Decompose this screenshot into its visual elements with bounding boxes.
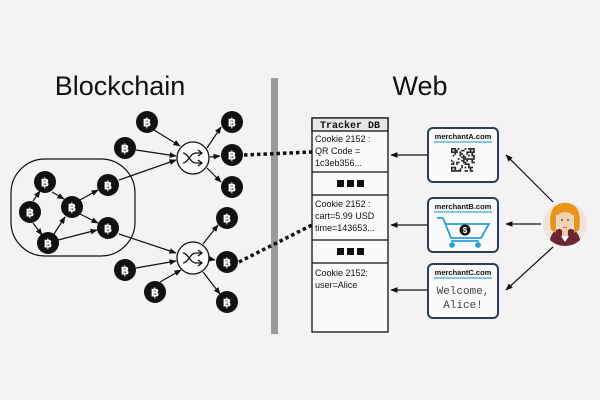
svg-text:฿: ฿	[228, 181, 236, 195]
user-to-merchant-arrows	[505, 154, 554, 291]
tracker-entry: Cookie 2152: user=Alice	[315, 268, 368, 290]
svg-text:฿: ฿	[228, 116, 236, 130]
ellipsis-row	[337, 248, 364, 255]
edge	[51, 191, 65, 200]
cookie-line: QR Code =	[315, 146, 360, 156]
edge	[208, 255, 216, 262]
bitcoin-icon: ฿	[144, 281, 166, 303]
edge	[57, 228, 98, 241]
user-avatar-icon	[543, 202, 587, 246]
blockchain-title: Blockchain	[55, 71, 186, 101]
bitcoin-icon: ฿	[221, 144, 243, 166]
svg-text:฿: ฿	[104, 222, 112, 236]
merchant-c-domain: merchantC.com	[435, 268, 492, 277]
cookie-line: time=143653...	[315, 223, 375, 233]
mixer-1	[176, 141, 210, 175]
edge	[118, 233, 177, 254]
svg-text:฿: ฿	[121, 142, 129, 156]
edge	[32, 190, 41, 202]
cookie-line: Cookie 2152:	[315, 268, 368, 278]
web-title: Web	[392, 71, 447, 101]
edge	[209, 153, 221, 160]
merchant-b-domain: merchantB.com	[435, 202, 492, 211]
svg-text:฿: ฿	[41, 176, 49, 190]
merchant-a-page: merchantA.com	[427, 127, 499, 183]
svg-text:฿: ฿	[44, 237, 52, 251]
merchant-b-page: merchantB.com $	[427, 197, 499, 253]
welcome-line: Alice!	[443, 300, 483, 312]
cookie-line: Cookie 2152 :	[315, 199, 371, 209]
tracker-entry: Cookie 2152 : QR Code = 1c3eb356...	[315, 134, 371, 168]
bitcoin-icon: ฿	[221, 176, 243, 198]
bitcoin-icon: ฿	[114, 259, 136, 281]
arrow	[505, 154, 554, 203]
edge	[79, 213, 99, 224]
cookie-line: cart=5.99 USD	[315, 211, 375, 221]
address-cluster	[10, 158, 136, 257]
svg-text:฿: ฿	[68, 201, 76, 215]
svg-text:฿: ฿	[223, 212, 231, 226]
link-line-merchantA	[243, 150, 313, 157]
svg-text:฿: ฿	[26, 206, 34, 220]
svg-text:฿: ฿	[151, 286, 159, 300]
bitcoin-icon: ฿	[216, 207, 238, 229]
mixer-2	[176, 241, 210, 275]
svg-text:฿: ฿	[121, 264, 129, 278]
bitcoin-nodes: ฿฿฿฿฿฿฿฿฿฿฿฿฿฿฿฿	[19, 111, 243, 313]
bitcoin-icon: ฿	[34, 171, 56, 193]
edge	[53, 216, 66, 235]
svg-text:฿: ฿	[104, 179, 112, 193]
bitcoin-icon: ฿	[19, 201, 41, 223]
shopping-cart-icon: $	[437, 217, 491, 248]
edge	[135, 149, 177, 158]
ellipsis-row	[337, 180, 364, 187]
merchant-c-page: merchantC.com Welcome, Alice!	[427, 263, 499, 319]
bitcoin-icon: ฿	[221, 111, 243, 133]
edge	[135, 259, 177, 269]
edge	[118, 159, 177, 181]
edge	[79, 189, 99, 201]
merchant-to-tracker-arrows	[390, 152, 428, 293]
dollar-symbol: $	[463, 226, 468, 235]
welcome-line: Welcome,	[437, 286, 490, 298]
cookie-line: user=Alice	[315, 280, 357, 290]
edge	[159, 269, 182, 283]
edge	[202, 224, 219, 245]
edge	[206, 126, 222, 149]
merchant-a-domain: merchantA.com	[435, 132, 492, 141]
bitcoin-icon: ฿	[216, 291, 238, 313]
link-line-merchantB	[238, 223, 313, 264]
edge	[206, 167, 222, 183]
svg-text:฿: ฿	[223, 296, 231, 310]
cookie-line: 1c3eb356...	[315, 158, 362, 168]
svg-text:฿: ฿	[223, 256, 231, 270]
bitcoin-icon: ฿	[37, 232, 59, 254]
edge	[202, 271, 221, 295]
bitcoin-icon: ฿	[114, 137, 136, 159]
tracker-entry: Cookie 2152 : cart=5.99 USD time=143653.…	[315, 199, 375, 233]
tracker-db: Tracker DB Cookie 2152 : QR Code = 1c3eb…	[311, 117, 389, 333]
bitcoin-icon: ฿	[216, 251, 238, 273]
transaction-edges	[32, 126, 222, 295]
tracker-db-title: Tracker DB	[320, 120, 380, 132]
bitcoin-icon: ฿	[61, 196, 83, 218]
svg-text:฿: ฿	[228, 149, 236, 163]
svg-text:฿: ฿	[143, 116, 151, 130]
section-divider	[271, 78, 278, 334]
arrow	[505, 246, 554, 291]
edge	[32, 222, 43, 236]
bitcoin-icon: ฿	[97, 174, 119, 196]
shuffle-icon	[182, 149, 204, 167]
bitcoin-icon: ฿	[97, 217, 119, 239]
bitcoin-icon: ฿	[136, 111, 158, 133]
qr-code-icon	[451, 148, 475, 172]
shuffle-icon	[182, 249, 204, 267]
cookie-line: Cookie 2152 :	[315, 134, 371, 144]
edge	[153, 129, 181, 147]
